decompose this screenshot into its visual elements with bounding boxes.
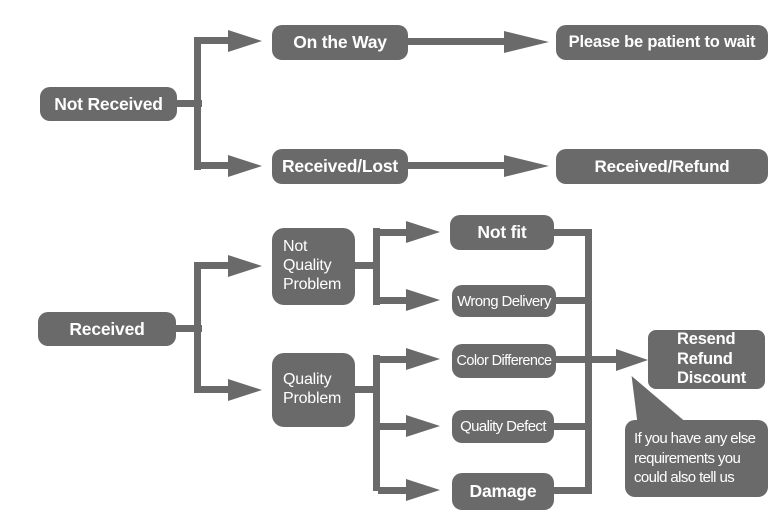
connector-line — [373, 228, 380, 305]
connector-line — [199, 162, 231, 169]
connector-line — [350, 386, 380, 393]
connector-line — [194, 37, 201, 170]
connector-line — [378, 229, 408, 236]
arrow-right-icon — [406, 289, 440, 311]
connector-line — [199, 262, 232, 269]
connector-line — [405, 38, 507, 45]
connector-line — [585, 229, 592, 494]
connector-line — [552, 356, 592, 363]
arrow-right-icon — [406, 415, 440, 437]
connector-line — [550, 423, 592, 430]
connector-line — [194, 262, 201, 393]
node-please-be-patient: Please be patient to wait — [556, 25, 768, 60]
arrow-right-icon — [504, 31, 549, 53]
connector-line — [550, 487, 592, 494]
node-not-received: Not Received — [40, 87, 177, 121]
connector-line — [172, 100, 202, 107]
node-received-refund: Received/Refund — [556, 149, 768, 184]
connector-line — [552, 297, 592, 304]
node-wrong-delivery: Wrong Delivery — [452, 285, 556, 317]
connector-line — [590, 356, 618, 363]
arrow-right-icon — [228, 30, 262, 52]
arrow-right-icon — [228, 255, 262, 277]
connector-line — [405, 162, 507, 169]
connector-line — [350, 262, 380, 269]
connector-line — [170, 325, 202, 332]
connector-line — [378, 423, 408, 430]
node-color-difference: Color Difference — [452, 344, 556, 378]
node-on-the-way: On the Way — [272, 25, 408, 60]
arrow-right-icon — [504, 155, 549, 177]
node-not-fit: Not fit — [450, 215, 554, 250]
node-received-lost: Received/Lost — [272, 149, 408, 184]
arrow-right-icon — [406, 221, 440, 243]
node-damage: Damage — [452, 473, 554, 510]
node-not-quality-problem: Not Quality Problem — [272, 228, 355, 305]
connector-line — [378, 487, 408, 494]
note-speech-bubble: If you have any else requirements you co… — [625, 420, 768, 497]
connector-line — [373, 355, 380, 491]
connector-line — [550, 229, 592, 236]
arrow-right-icon — [616, 349, 648, 371]
arrow-right-icon — [406, 479, 440, 501]
arrow-right-icon — [406, 348, 440, 370]
connector-line — [378, 356, 408, 363]
connector-line — [199, 386, 232, 393]
connector-line — [378, 297, 408, 304]
arrow-right-icon — [228, 379, 262, 401]
connector-line — [199, 37, 231, 44]
node-received: Received — [38, 312, 176, 346]
arrow-right-icon — [228, 155, 262, 177]
node-quality-defect: Quality Defect — [452, 410, 554, 443]
node-resend-refund-discount: Resend Refund Discount — [648, 330, 765, 389]
node-quality-problem: Quality Problem — [272, 353, 355, 427]
